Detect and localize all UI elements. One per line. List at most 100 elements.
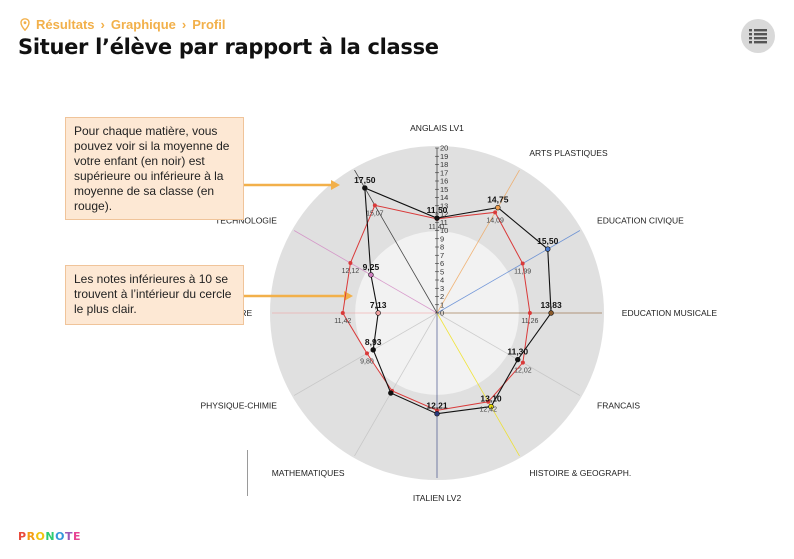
scale-tick-label: 14 xyxy=(440,193,448,202)
scale-tick-label: 6 xyxy=(440,259,444,268)
scale-tick-label: 11 xyxy=(440,218,448,227)
breadcrumb: Résultats › Graphique › Profil xyxy=(20,15,225,33)
breadcrumb-item-resultats[interactable]: Résultats xyxy=(36,16,95,32)
logo-letter: R xyxy=(26,530,36,543)
info-box-comparison: Pour chaque matière, vous pouvez voir si… xyxy=(65,117,244,220)
class-point xyxy=(340,311,345,315)
class-point xyxy=(520,360,525,365)
class-value-label: 11,41 xyxy=(429,224,446,231)
chevron-right-icon: › xyxy=(100,16,105,32)
scale-tick-label: 13 xyxy=(440,201,448,210)
student-value-label: 12,21 xyxy=(426,401,448,411)
student-point xyxy=(434,411,440,417)
student-value-label: 11,30 xyxy=(507,347,528,357)
scale-tick-label: 7 xyxy=(440,251,444,260)
scale-tick-label: 8 xyxy=(440,243,444,252)
student-point xyxy=(370,347,376,353)
axis-spoke xyxy=(354,169,438,314)
class-value-label: 11,42 xyxy=(334,318,351,325)
chevron-right-icon: › xyxy=(181,16,187,32)
student-value-label: 13,10 xyxy=(480,394,502,404)
divider xyxy=(247,450,248,496)
breadcrumb-item-graphique[interactable]: Graphique xyxy=(110,16,176,32)
class-point xyxy=(527,311,532,315)
axis-spoke xyxy=(354,312,438,457)
student-value-label: 9,25 xyxy=(363,262,380,272)
class-point xyxy=(493,210,498,215)
class-value-label: 11,99 xyxy=(514,269,531,276)
student-point xyxy=(388,390,394,396)
scale-tick-label: 20 xyxy=(440,144,448,153)
student-point xyxy=(434,215,440,221)
student-value-label: 8,93 xyxy=(365,337,382,347)
axis-spoke xyxy=(436,230,581,314)
logo-letter: N xyxy=(45,530,56,543)
axis-label: EDUCATION CIVIQUE xyxy=(597,216,684,226)
student-point xyxy=(545,246,551,252)
logo-letter: E xyxy=(73,530,82,543)
location-pin-icon xyxy=(20,17,30,31)
breadcrumb-item-profil: Profil xyxy=(192,16,226,32)
scale-tick-label: 1 xyxy=(440,300,444,309)
scale-tick-label: 4 xyxy=(440,276,444,285)
student-value-label: 14,75 xyxy=(487,195,509,205)
class-point xyxy=(364,351,369,356)
scale-tick-label: 16 xyxy=(440,177,448,186)
class-point xyxy=(486,399,491,404)
axis-label: ITALIEN LV2 xyxy=(413,493,462,503)
axis-spoke xyxy=(436,169,520,314)
pronote-logo: PRONOTE xyxy=(18,530,81,543)
scale-tick-label: 15 xyxy=(440,185,448,194)
scale-tick-label: 19 xyxy=(440,152,448,161)
logo-letter: T xyxy=(64,530,73,543)
class-point xyxy=(348,261,353,266)
axis-spoke xyxy=(436,312,520,457)
student-point xyxy=(362,185,368,191)
student-point xyxy=(548,310,554,316)
scale-tick-label: 5 xyxy=(440,267,444,276)
class-value-label: 12,42 xyxy=(479,407,497,414)
info-box-below-ten: Les notes inférieures à 10 se trouvent à… xyxy=(65,265,244,325)
axis-label: FRANCAIS xyxy=(597,400,640,410)
class-value-label: 11,26 xyxy=(521,318,538,325)
class-value-label: 9,80 xyxy=(360,358,374,365)
student-value-label: 11,50 xyxy=(427,205,448,215)
student-point xyxy=(488,403,494,410)
menu-button[interactable] xyxy=(741,19,775,53)
logo-letter: O xyxy=(55,530,65,543)
class-value-label: 12,02 xyxy=(514,368,532,375)
axis-label: PHYSIQUE-CHIMIE xyxy=(200,400,277,410)
student-point xyxy=(515,356,521,363)
arrow-head xyxy=(331,180,340,190)
axis-label: ARTS PLASTIQUES xyxy=(529,148,608,158)
student-point xyxy=(368,272,374,278)
scale-tick-label: 18 xyxy=(440,160,448,169)
student-value-label: 15,50 xyxy=(537,236,559,246)
student-value-label: 7,13 xyxy=(370,300,387,310)
page-title: Situer l’élève par rapport à la classe xyxy=(18,35,439,59)
list-menu-icon xyxy=(749,29,767,44)
student-point xyxy=(495,204,501,211)
scale-tick-label: 3 xyxy=(440,284,444,293)
axis-label: ANGLAIS LV1 xyxy=(410,123,464,133)
axis-label: EDUCATION MUSICALE xyxy=(622,308,718,318)
class-value-label: 14,09 xyxy=(486,217,504,224)
student-value-label: 17,50 xyxy=(354,175,376,185)
scale-tick-label: 12 xyxy=(440,210,448,219)
scale-tick-label: 0 xyxy=(440,309,444,318)
scale-tick-label: 10 xyxy=(440,226,448,235)
logo-letter: P xyxy=(18,530,27,543)
class-point xyxy=(520,261,525,266)
axis-label: TECHNOLOGIE xyxy=(215,216,277,226)
scale-tick-label: 17 xyxy=(440,168,448,177)
scale-tick-label: 2 xyxy=(440,292,444,301)
logo-letter: O xyxy=(35,530,46,543)
student-point xyxy=(375,310,381,316)
axis-spoke xyxy=(436,312,581,396)
axis-spoke xyxy=(293,230,438,314)
scale-tick-label: 9 xyxy=(440,234,444,243)
axis-label: HISTOIRE & GEOGRAPH. xyxy=(529,468,631,478)
axis-label: MATHEMATIQUES xyxy=(272,468,345,478)
class-value-label: 12,12 xyxy=(342,268,360,275)
class-point xyxy=(372,203,377,208)
